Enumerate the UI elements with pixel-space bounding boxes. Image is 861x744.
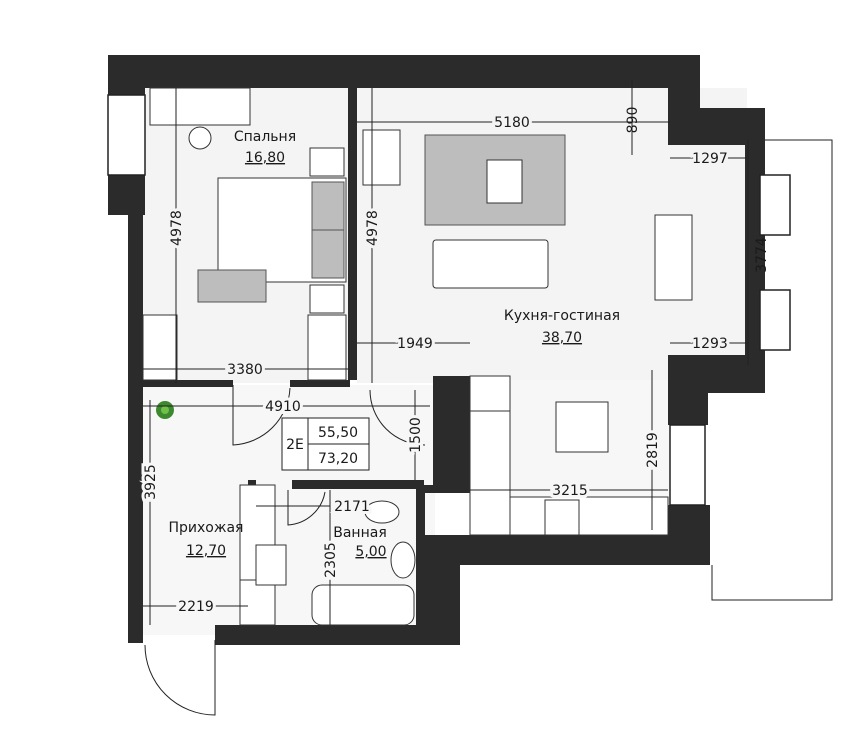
bedside-rug bbox=[197, 269, 267, 303]
dim-corridor-depth: 1500 bbox=[408, 417, 424, 453]
wall bbox=[668, 55, 700, 108]
bathroom-area: 5,00 bbox=[355, 544, 386, 560]
sink bbox=[390, 541, 416, 579]
wall bbox=[433, 376, 470, 488]
wall bbox=[128, 215, 143, 643]
fridge bbox=[469, 375, 511, 412]
wall bbox=[668, 380, 708, 425]
room-labels: Спальня 16,80 Кухня-гостиная 38,70 Прихо… bbox=[169, 129, 621, 560]
wall bbox=[416, 485, 425, 627]
walls bbox=[108, 55, 765, 645]
dim-balcony-offset: 890 bbox=[625, 107, 641, 134]
plan-type: 2E bbox=[286, 437, 304, 453]
dim-bath-length: 2305 bbox=[323, 542, 339, 578]
dim-hallway-length: 3925 bbox=[143, 464, 159, 500]
bedroom-area: 16,80 bbox=[245, 150, 285, 166]
dim-kitchen-depth: 2819 bbox=[645, 432, 661, 468]
dim-corridor-width: 4910 bbox=[265, 399, 301, 415]
plan-info-box: 2E 55,50 73,20 bbox=[281, 417, 370, 471]
kitchen-living-area: 38,70 bbox=[542, 330, 582, 346]
wardrobe bbox=[142, 314, 178, 381]
dim-bedroom-length: 4978 bbox=[169, 210, 185, 246]
kitchen-counter-bottom bbox=[509, 496, 669, 536]
dim-bedroom-width: 3380 bbox=[227, 362, 263, 378]
kitchen-counter bbox=[469, 410, 511, 536]
furniture bbox=[142, 87, 693, 626]
kitchen-table bbox=[555, 401, 609, 453]
total-area: 73,20 bbox=[318, 451, 358, 467]
nightstand bbox=[309, 284, 345, 314]
pillow bbox=[311, 181, 345, 231]
wall bbox=[292, 480, 424, 489]
nightstand bbox=[309, 147, 345, 177]
bedroom-door bbox=[232, 385, 291, 446]
kitchen-window bbox=[669, 424, 706, 506]
hallway-name: Прихожая bbox=[169, 520, 244, 536]
dimension-lines bbox=[143, 80, 749, 625]
washing-machine bbox=[255, 544, 287, 586]
pillow bbox=[311, 229, 345, 279]
dim-bath-width: 2171 bbox=[334, 499, 370, 515]
desk bbox=[149, 87, 251, 126]
coffee-table bbox=[486, 159, 523, 204]
wall bbox=[348, 88, 357, 380]
dimension-labels: 5180 890 1297 3774 1293 4978 4978 1949 3… bbox=[140, 107, 770, 618]
living-window-1 bbox=[759, 174, 791, 236]
wardrobe bbox=[307, 314, 347, 381]
stove bbox=[544, 499, 580, 536]
bathroom-name: Ванная bbox=[333, 525, 387, 541]
sofa bbox=[432, 239, 549, 289]
dining-table bbox=[654, 214, 693, 301]
wall bbox=[143, 380, 233, 387]
windows bbox=[107, 94, 833, 601]
bedroom-window bbox=[107, 94, 146, 176]
kitchen-living-name: Кухня-гостиная bbox=[504, 308, 620, 324]
dim-dining-top: 1297 bbox=[692, 151, 728, 167]
bathroom-door bbox=[287, 490, 326, 526]
bedroom-name: Спальня bbox=[234, 129, 296, 145]
dim-dining-height: 3774 bbox=[754, 237, 770, 273]
chair bbox=[188, 126, 212, 150]
toilet bbox=[364, 500, 400, 524]
wall bbox=[425, 485, 470, 493]
hallway-area: 12,70 bbox=[186, 543, 226, 559]
dim-living-width: 5180 bbox=[494, 115, 530, 131]
bathtub bbox=[311, 584, 415, 626]
dim-living-partial: 1949 bbox=[397, 336, 433, 352]
dim-hallway-width: 2219 bbox=[178, 599, 214, 615]
armchair bbox=[362, 129, 401, 186]
living-window-2 bbox=[759, 289, 791, 351]
wall bbox=[420, 535, 710, 565]
dim-dining-bottom: 1293 bbox=[692, 336, 728, 352]
entrance-door bbox=[144, 640, 216, 716]
dim-living-length: 4978 bbox=[365, 210, 381, 246]
plant-icon bbox=[156, 401, 174, 419]
shoe-cabinet bbox=[239, 579, 276, 626]
living-area-total: 55,50 bbox=[318, 425, 358, 441]
dim-kitchen-width: 3215 bbox=[552, 483, 588, 499]
wall bbox=[108, 55, 700, 88]
balcony-outline bbox=[711, 139, 833, 601]
wall bbox=[215, 625, 460, 645]
wall bbox=[290, 380, 350, 387]
wall bbox=[668, 108, 760, 145]
